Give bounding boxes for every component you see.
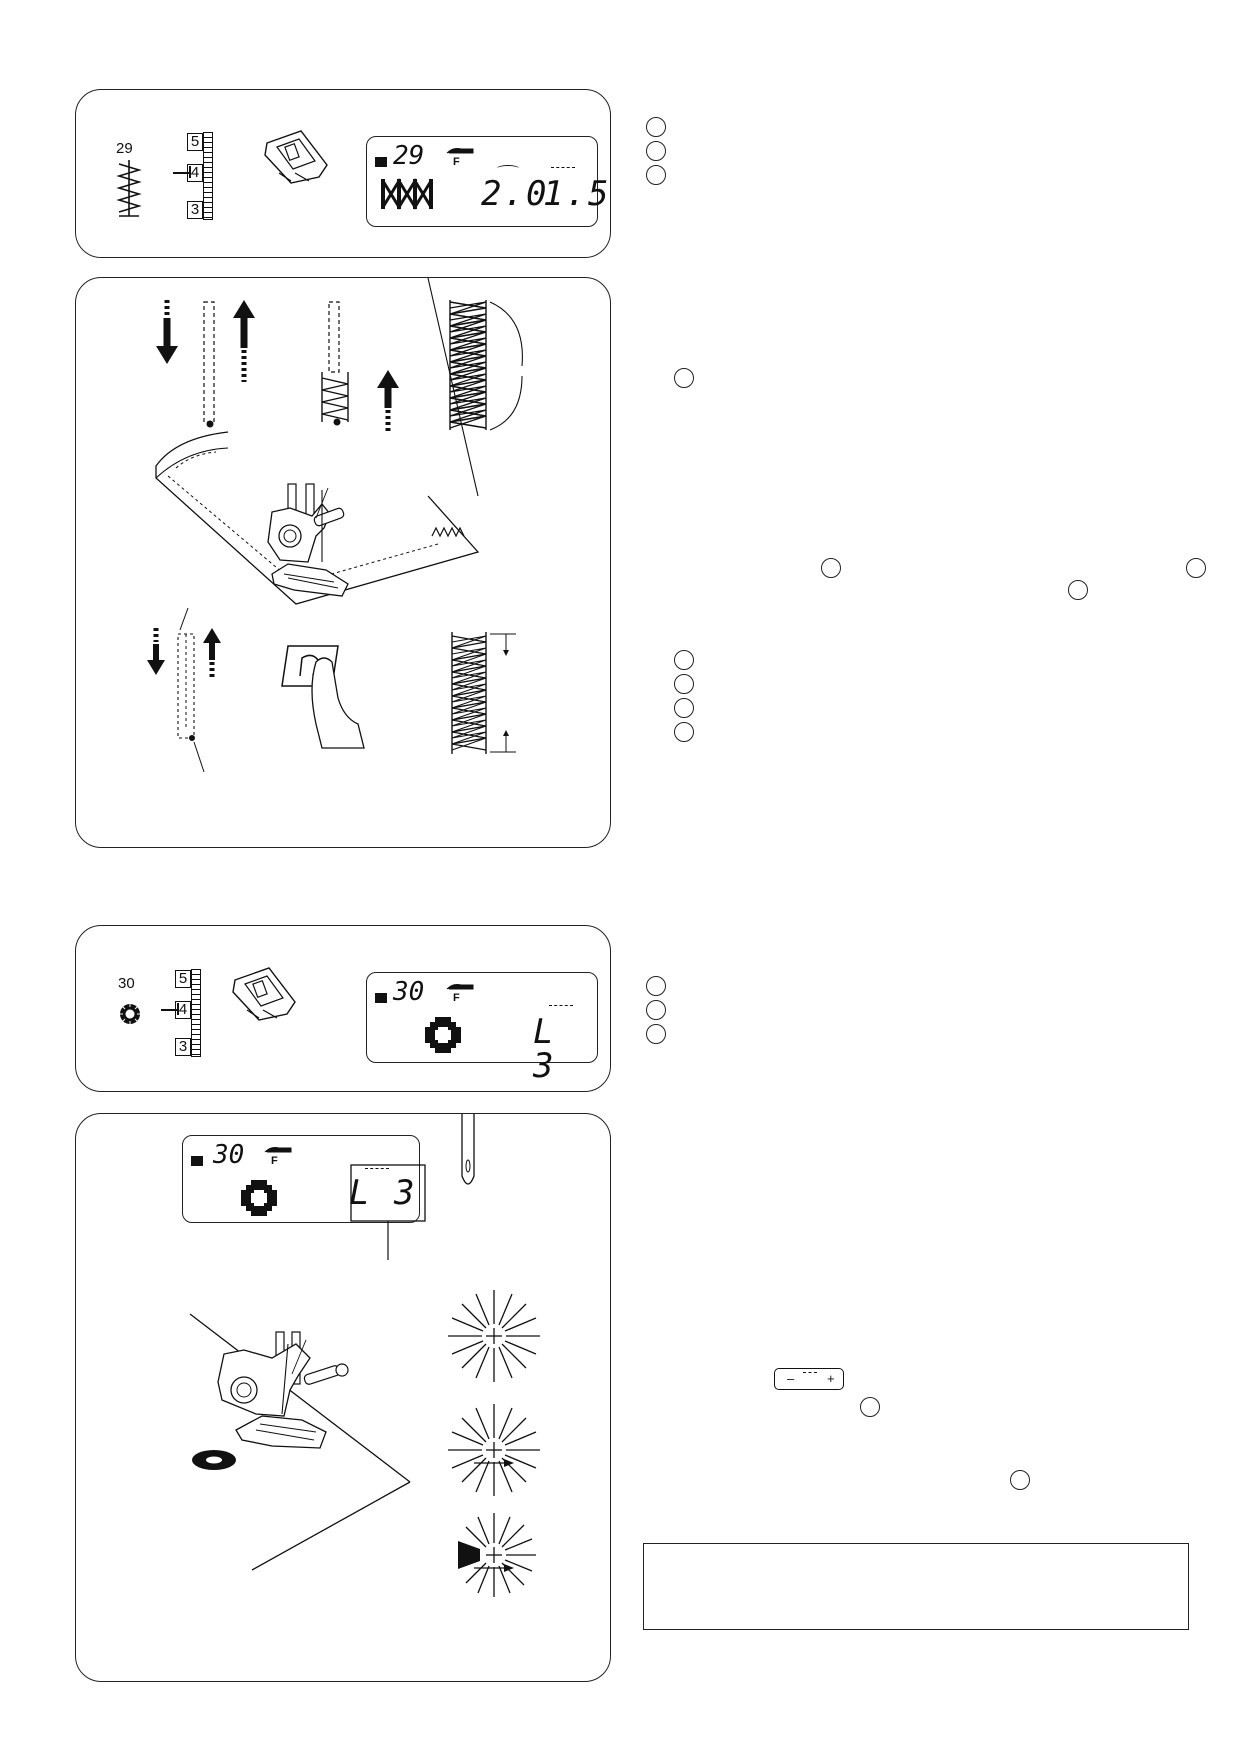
needle-icon [461, 1114, 475, 1185]
foot-letter: F [453, 992, 460, 1004]
lcd-pattern-number: 29 [393, 141, 425, 171]
dial-number-3: 3 [187, 201, 203, 219]
lcd-pattern-number: 30 [393, 977, 425, 1007]
marker-circle [646, 1000, 666, 1020]
presser-foot-icon [232, 967, 296, 1021]
stitch-length-adjust-key[interactable]: – + [774, 1368, 844, 1390]
foot-letter: F [271, 1155, 278, 1167]
marker-circle [674, 722, 694, 742]
arrow-icon [474, 1564, 514, 1572]
dial-number-4: 4 [187, 164, 203, 182]
marker-circle [860, 1397, 880, 1417]
zigzag-stitch-icon [116, 160, 142, 217]
dial-number-4: 4 [175, 1001, 191, 1019]
eyelet-illustration [189, 1114, 475, 1571]
memory-icon [375, 157, 387, 167]
memory-icon [191, 1156, 203, 1166]
lcd-pattern-number: 30 [213, 1140, 245, 1170]
foot-icon [446, 984, 474, 990]
marker-circle [674, 368, 694, 388]
width-value: 2.0 [481, 174, 549, 214]
marker-circle [674, 650, 694, 670]
detail-lcd-display: 30 F L 3 [182, 1135, 420, 1223]
marker-circle [1010, 1470, 1030, 1490]
eyelet-sewing-panel: 30 F L 3 [75, 1113, 611, 1682]
foot-icon [446, 148, 474, 154]
stitch-graphic [381, 178, 433, 210]
pattern-29-settings-panel: 29 5 4 3 29 F 2.0 [75, 89, 611, 258]
length-value: L 3 [533, 1012, 556, 1086]
lcd-display: 30 F L 3 [366, 972, 598, 1083]
dial-number-3: 3 [175, 1038, 191, 1056]
marker-circle [646, 165, 666, 185]
lcd-display: 29 F 2.0 1.5 [366, 136, 608, 227]
arrow-icon [233, 300, 255, 382]
eyelet-pixel-graphic [241, 1180, 277, 1216]
marker-circle [674, 674, 694, 694]
marker-circle [646, 1024, 666, 1044]
eyelet-stitch-diagram [448, 1290, 540, 1382]
arrow-icon [203, 628, 221, 678]
pattern-number-label: 30 [118, 975, 135, 992]
finger-icon [311, 657, 365, 749]
arrow-icon [156, 300, 178, 364]
tension-dial-icon: 5 4 3 [173, 132, 223, 220]
marker-circle [1068, 580, 1088, 600]
length-value: L 3 [349, 1173, 417, 1213]
dial-number-5: 5 [187, 133, 203, 151]
sewing-steps-illustration [147, 277, 523, 773]
marker-circle [821, 558, 841, 578]
arrow-icon [474, 1459, 514, 1467]
marker-circle [646, 976, 666, 996]
tension-dial-icon: 5 4 3 [161, 969, 211, 1057]
arrow-icon [147, 628, 165, 675]
plus-sign: + [827, 1371, 835, 1386]
minus-sign: – [787, 1371, 795, 1386]
foot-letter: F [453, 156, 460, 168]
eyelet-stitch-diagram [448, 1404, 540, 1496]
eyelet-stitch-diagram [458, 1513, 536, 1597]
pattern-number-label: 29 [116, 140, 133, 157]
length-value: 1.5 [543, 174, 611, 214]
pattern-30-settings-panel: 30 5 4 3 30 F L 3 [75, 925, 611, 1092]
eyelet-icon [119, 1003, 141, 1025]
dial-number-5: 5 [175, 970, 191, 988]
marker-circle [646, 117, 666, 137]
marker-circle [674, 698, 694, 718]
marker-circle [646, 141, 666, 161]
eyelet-pixel-graphic [425, 1017, 461, 1053]
note-box [643, 1543, 1189, 1630]
arrow-icon [377, 370, 399, 434]
sewing-steps-panel [75, 277, 611, 848]
foot-icon [264, 1147, 292, 1153]
marker-circle [1186, 558, 1206, 578]
memory-icon [375, 993, 387, 1003]
presser-foot-icon [264, 130, 328, 184]
